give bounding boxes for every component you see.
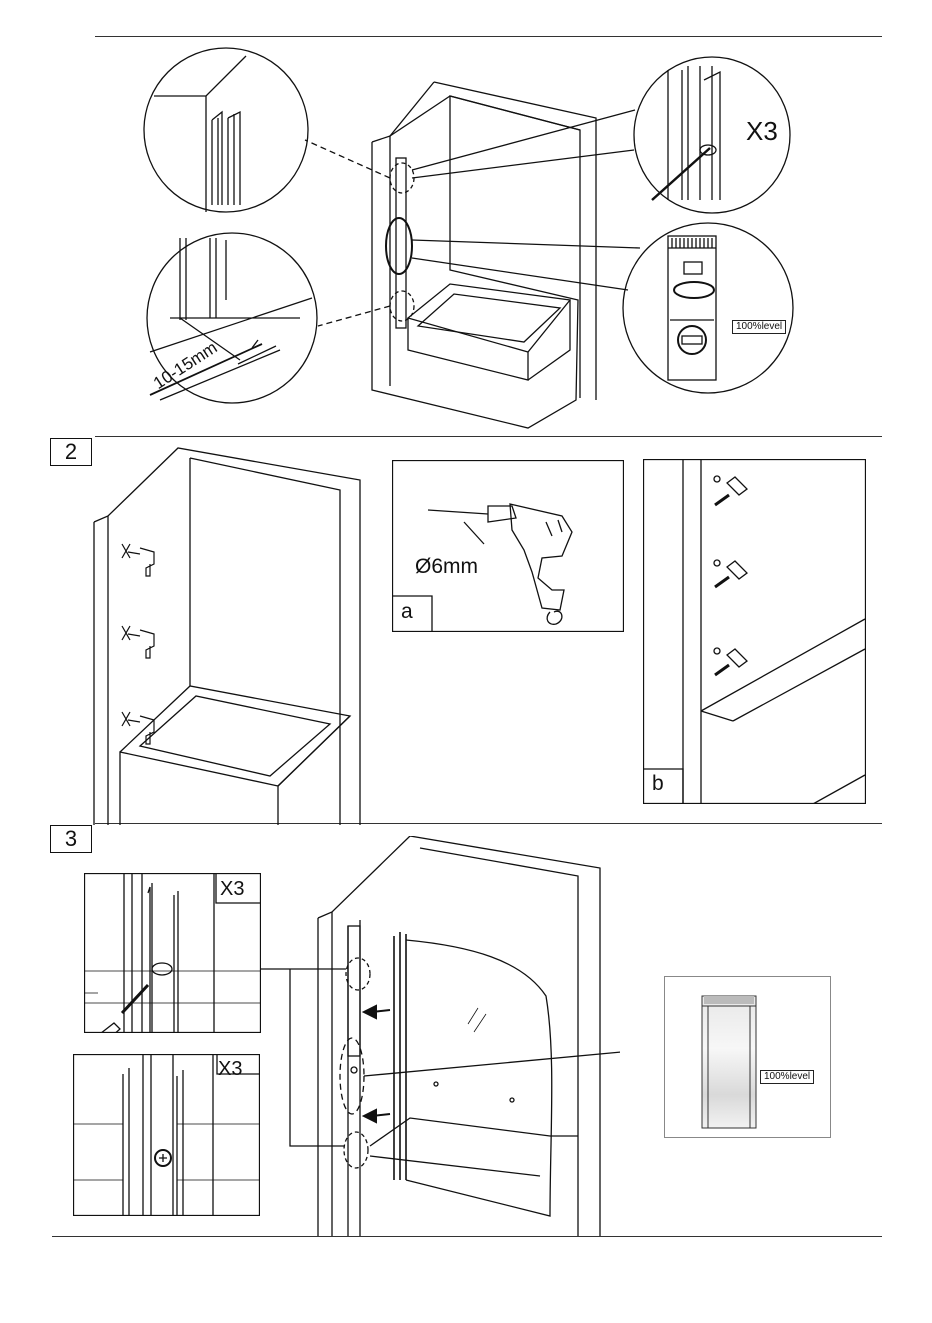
step2-wall-diagram	[0, 440, 380, 825]
step2-panel-a	[392, 460, 624, 632]
step2-panel-b	[643, 459, 866, 804]
step3-main-diagram	[260, 836, 620, 1236]
bottom-divider	[52, 1236, 882, 1237]
quantity-label-step3-top: X3	[220, 878, 244, 901]
panel-a-label: a	[401, 600, 413, 624]
level-badge-step3: 100%level	[760, 1070, 814, 1084]
step1-diagram	[0, 0, 932, 440]
drill-bit-size-label: Ø6mm	[415, 555, 478, 579]
panel-b-label: b	[652, 772, 664, 796]
step3-level-panel	[664, 976, 831, 1138]
quantity-label-step3-bottom: X3	[218, 1058, 242, 1081]
step-number-3: 3	[50, 825, 92, 853]
level-badge-step1: 100%level	[732, 320, 786, 334]
quantity-label-step1: X3	[746, 116, 778, 147]
